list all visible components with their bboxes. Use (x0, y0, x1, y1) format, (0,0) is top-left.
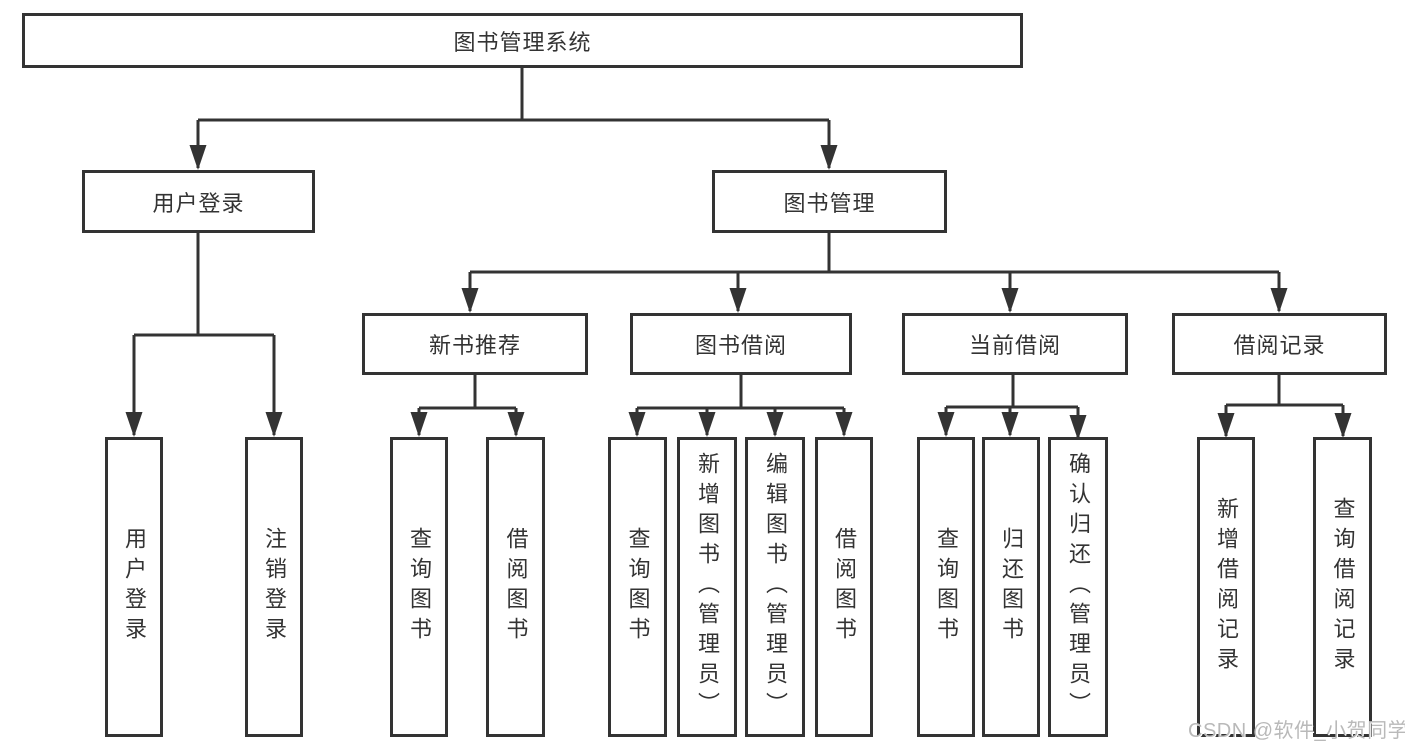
leaf-edit-book-admin: 编辑图书（管理员） (745, 437, 805, 737)
leaf-label: 编辑图书（管理员） (763, 452, 788, 722)
node-label: 图书管理 (783, 190, 876, 216)
leaf-logout: 注销登录 (245, 437, 303, 737)
node-borrow-records: 借阅记录 (1172, 313, 1387, 375)
leaf-query-borrow-record: 查询借阅记录 (1313, 437, 1372, 737)
node-current-borrow: 当前借阅 (902, 313, 1128, 375)
node-library-system: 图书管理系统 (22, 13, 1023, 68)
leaf-add-borrow-record: 新增借阅记录 (1197, 437, 1255, 737)
leaf-borrow-books-recommend: 借阅图书 (486, 437, 545, 737)
leaf-label: 查询图书 (934, 527, 959, 647)
leaf-label: 归还图书 (999, 527, 1024, 647)
node-label: 图书管理系统 (453, 29, 592, 55)
node-new-book-recommend: 新书推荐 (362, 313, 588, 375)
node-label: 用户登录 (152, 190, 245, 216)
node-label: 图书借阅 (694, 333, 787, 358)
leaf-label: 查询图书 (407, 527, 432, 647)
node-book-management: 图书管理 (712, 170, 947, 233)
leaf-borrow-books: 借阅图书 (815, 437, 873, 737)
leaf-label: 新增借阅记录 (1214, 497, 1239, 677)
node-label: 借阅记录 (1233, 333, 1326, 358)
node-user-login: 用户登录 (82, 170, 315, 233)
leaf-label: 查询图书 (625, 527, 651, 647)
leaf-query-books-borrow: 查询图书 (608, 437, 667, 737)
leaf-return-book: 归还图书 (982, 437, 1040, 737)
leaf-label: 查询借阅记录 (1330, 497, 1356, 677)
leaf-label: 用户登录 (122, 527, 147, 647)
leaf-label: 借阅图书 (832, 527, 857, 647)
node-label: 新书推荐 (428, 333, 521, 358)
leaf-label: 注销登录 (262, 527, 287, 647)
leaf-add-book-admin: 新增图书（管理员） (677, 437, 737, 737)
watermark-text: CSDN @软件_小贺同学 (1188, 720, 1405, 742)
leaf-label: 新增图书（管理员） (695, 452, 720, 722)
leaf-confirm-return-admin: 确认归还（管理员） (1048, 437, 1108, 737)
leaf-label: 确认归还（管理员） (1066, 452, 1091, 722)
leaf-label: 借阅图书 (503, 527, 529, 647)
node-book-borrow: 图书借阅 (630, 313, 852, 375)
leaf-user-login: 用户登录 (105, 437, 163, 737)
leaf-query-books-recommend: 查询图书 (390, 437, 448, 737)
node-label: 当前借阅 (968, 333, 1061, 358)
leaf-query-books-current: 查询图书 (917, 437, 975, 737)
